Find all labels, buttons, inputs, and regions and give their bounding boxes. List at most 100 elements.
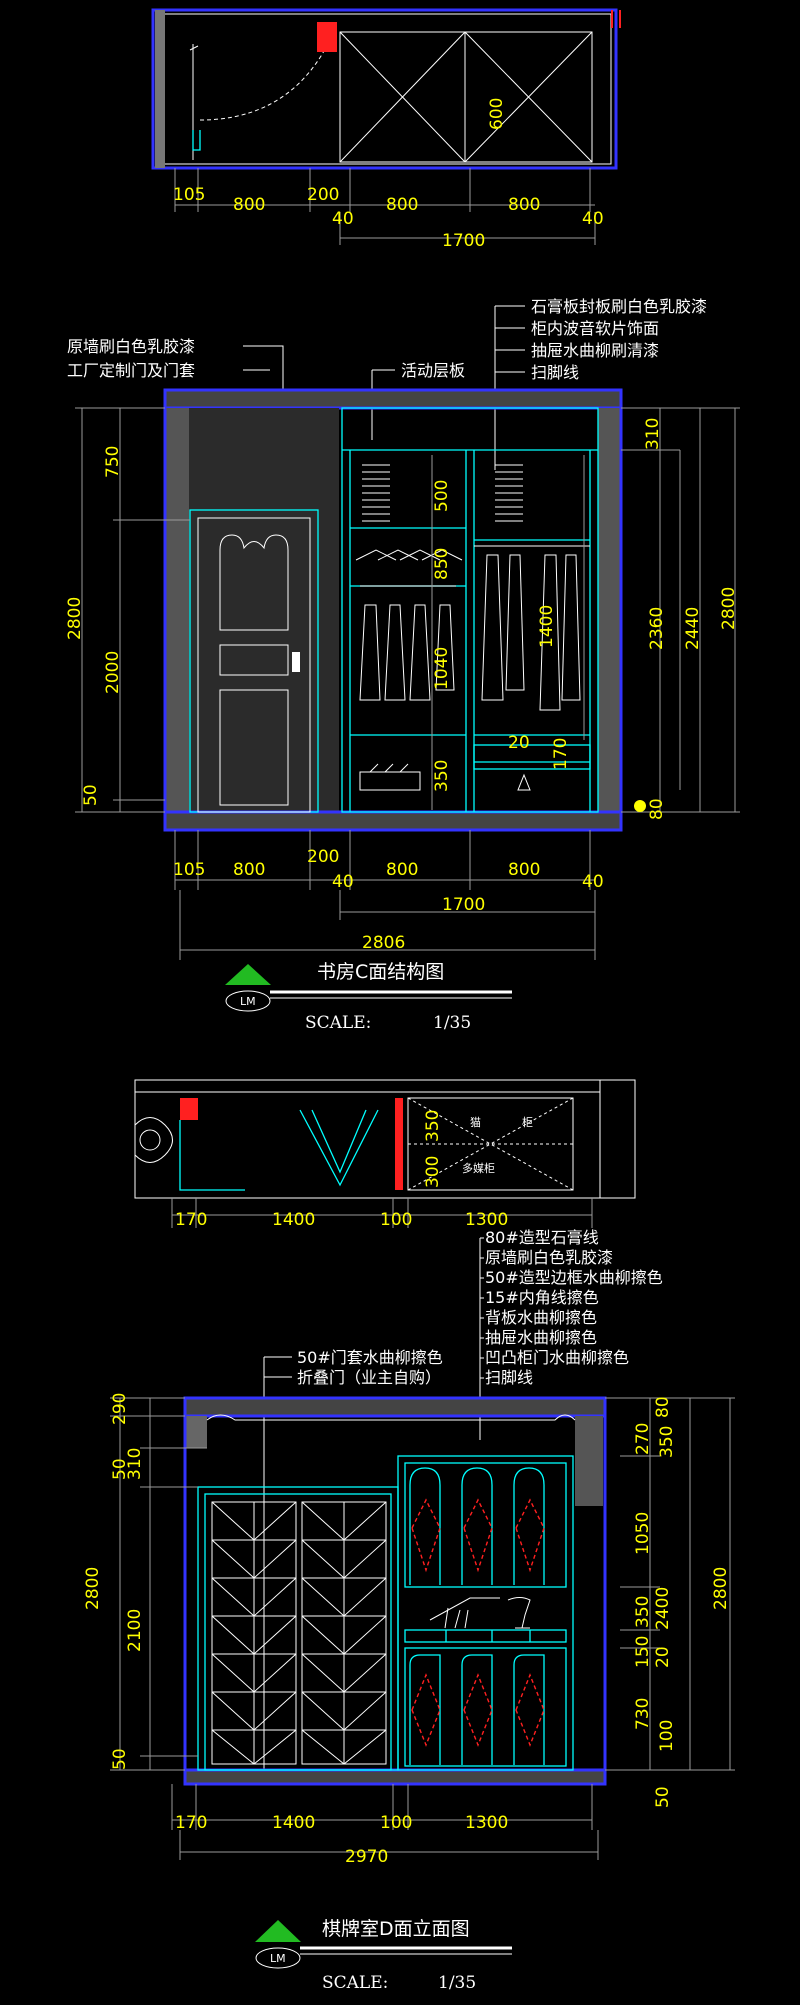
c-plan-view: 600 bbox=[151, 8, 621, 245]
c-left-dimensions: 750 2800 2000 50 bbox=[65, 407, 190, 813]
dim-label: 2970 bbox=[345, 1847, 388, 1867]
d-elevation bbox=[183, 1396, 607, 1786]
callout: 15#内角线擦色 bbox=[485, 1288, 599, 1307]
d-callouts-left: 50#门套水曲柳擦色 折叠门（业主自购） bbox=[263, 1348, 443, 1770]
dim-label: 2800 bbox=[83, 1567, 103, 1610]
lm-logo-text: LM bbox=[240, 995, 256, 1008]
c-title-block: LM 书房C面结构图 SCALE: 1/35 bbox=[225, 961, 512, 1033]
c-elevation bbox=[163, 388, 623, 832]
plan-text: 多媒柜 bbox=[462, 1161, 495, 1175]
c-plan-height-dim: 600 bbox=[487, 98, 507, 130]
dim-label: 150 bbox=[633, 1636, 653, 1668]
c-right-dimensions: 310 2360 2440 2800 80 bbox=[621, 407, 740, 820]
dim-label: 40 bbox=[332, 209, 354, 229]
callout: 工厂定制门及门套 bbox=[67, 361, 195, 380]
dim-label: 1300 bbox=[465, 1210, 508, 1230]
dim-label: 850 bbox=[432, 548, 452, 580]
c-bottom-dimensions: 105 800 200 800 800 40 40 1700 2806 bbox=[173, 830, 604, 960]
dim-label: 200 bbox=[307, 185, 339, 205]
dim-label: 800 bbox=[508, 195, 540, 215]
dim-label: 1400 bbox=[272, 1210, 315, 1230]
dim-label: 200 bbox=[307, 847, 339, 867]
callout: 抽屉水曲柳擦色 bbox=[485, 1328, 597, 1347]
dim-label: 750 bbox=[103, 446, 123, 478]
dim-label: 80 bbox=[653, 1396, 673, 1418]
callout: 凹凸柜门水曲柳擦色 bbox=[485, 1348, 629, 1367]
dim-label: 50 bbox=[653, 1786, 673, 1808]
dim-label: 310 bbox=[643, 418, 663, 450]
lm-logo-mark bbox=[255, 1920, 301, 1942]
d-right-dimensions: 80 270 350 1050 2400 2800 350 150 20 730… bbox=[605, 1396, 735, 1808]
dim-label: 40 bbox=[582, 209, 604, 229]
d-callouts-right: 80#造型石膏线 原墙刷白色乳胶漆 50#造型边框水曲柳擦色 15#内角线擦色 … bbox=[479, 1228, 663, 1440]
scale-value: 1/35 bbox=[438, 1973, 476, 1993]
dim-label: 800 bbox=[233, 195, 265, 215]
dim-label: 40 bbox=[332, 872, 354, 892]
dim-label: 50 bbox=[110, 1458, 130, 1480]
dim-label: 170 bbox=[551, 738, 571, 770]
dim-label: 2800 bbox=[711, 1567, 731, 1610]
dim-label: 1300 bbox=[465, 1813, 508, 1833]
dim-label: 100 bbox=[380, 1813, 412, 1833]
d-left-dimensions: 290 50 310 2800 2100 50 bbox=[83, 1393, 207, 1771]
dim-label: 20 bbox=[508, 733, 530, 753]
callout: 抽屉水曲柳刷清漆 bbox=[531, 341, 659, 360]
dim-label: 105 bbox=[173, 860, 205, 880]
callout: 50#门套水曲柳擦色 bbox=[297, 1348, 443, 1367]
d-title-block: LM 棋牌室D面立面图 SCALE: 1/35 bbox=[255, 1918, 512, 1993]
dim-label: 270 bbox=[633, 1423, 653, 1455]
dim-label: 1040 bbox=[432, 647, 452, 690]
dim-label: 2100 bbox=[125, 1609, 145, 1652]
dim-label: 50 bbox=[81, 784, 101, 806]
dim-label: 800 bbox=[386, 195, 418, 215]
lm-logo-text: LM bbox=[270, 1952, 286, 1965]
dim-label: 1400 bbox=[537, 605, 557, 648]
callout: 柜内波音软片饰面 bbox=[531, 319, 659, 338]
dim-label: 1400 bbox=[272, 1813, 315, 1833]
scale-label: SCALE: bbox=[305, 1013, 371, 1033]
dim-label: 730 bbox=[633, 1698, 653, 1730]
dim-label: 105 bbox=[173, 185, 205, 205]
dim-label: 2360 bbox=[647, 607, 667, 650]
dim-label: 2400 bbox=[653, 1587, 673, 1630]
c-top-dimensions: 105 800 200 800 800 40 40 1700 bbox=[173, 185, 604, 251]
callout: 原墙刷白色乳胶漆 bbox=[67, 337, 195, 356]
dim-label: 100 bbox=[380, 1210, 412, 1230]
callout: 原墙刷白色乳胶漆 bbox=[485, 1248, 613, 1267]
dim-label: 170 bbox=[175, 1210, 207, 1230]
plan-text: 柜 bbox=[522, 1116, 533, 1129]
plan-text: 猫 bbox=[470, 1116, 481, 1129]
dim-label: 2000 bbox=[103, 651, 123, 694]
dim-label: 350 bbox=[657, 1426, 677, 1458]
dim-label: 50 bbox=[110, 1748, 130, 1770]
d-bottom-dimensions: 170 1400 100 1300 2970 bbox=[171, 1784, 599, 1867]
callout: 扫脚线 bbox=[531, 363, 579, 382]
d-plan-view: 350 300 猫 柜 多媒柜 170 1400 100 1300 bbox=[134, 1079, 636, 1230]
dim-label: 800 bbox=[386, 860, 418, 880]
dim-label: 1700 bbox=[442, 895, 485, 915]
callout: 石膏板封板刷白色乳胶漆 bbox=[531, 297, 707, 316]
scale-label: SCALE: bbox=[322, 1973, 388, 1993]
drawing-title: 书房C面结构图 bbox=[317, 961, 444, 983]
callout: 活动层板 bbox=[401, 361, 465, 380]
callout: 扫脚线 bbox=[485, 1368, 533, 1387]
dim-label: 350 bbox=[633, 1596, 653, 1628]
callout: 80#造型石膏线 bbox=[485, 1228, 599, 1247]
dim-label: 800 bbox=[508, 860, 540, 880]
d-plan-dim: 350 bbox=[423, 1110, 443, 1142]
dim-label: 1700 bbox=[442, 231, 485, 251]
dim-label: 2806 bbox=[362, 933, 405, 953]
dim-label: 500 bbox=[432, 480, 452, 512]
c-callouts: 原墙刷白色乳胶漆 工厂定制门及门套 活动层板 石膏板封板刷白色乳胶漆 柜内波音软… bbox=[67, 297, 707, 470]
dim-label: 80 bbox=[647, 798, 667, 820]
lm-logo-mark bbox=[225, 964, 271, 985]
scale-value: 1/35 bbox=[433, 1013, 471, 1033]
dim-label: 40 bbox=[582, 872, 604, 892]
dim-label: 2800 bbox=[65, 597, 85, 640]
dim-label: 100 bbox=[657, 1720, 677, 1752]
c-inner-dimensions: 500 850 1040 350 1400 20 170 bbox=[431, 455, 585, 810]
dim-label: 2440 bbox=[683, 607, 703, 650]
dim-label: 20 bbox=[653, 1646, 673, 1668]
dim-label: 170 bbox=[175, 1813, 207, 1833]
dim-label: 310 bbox=[125, 1448, 145, 1480]
